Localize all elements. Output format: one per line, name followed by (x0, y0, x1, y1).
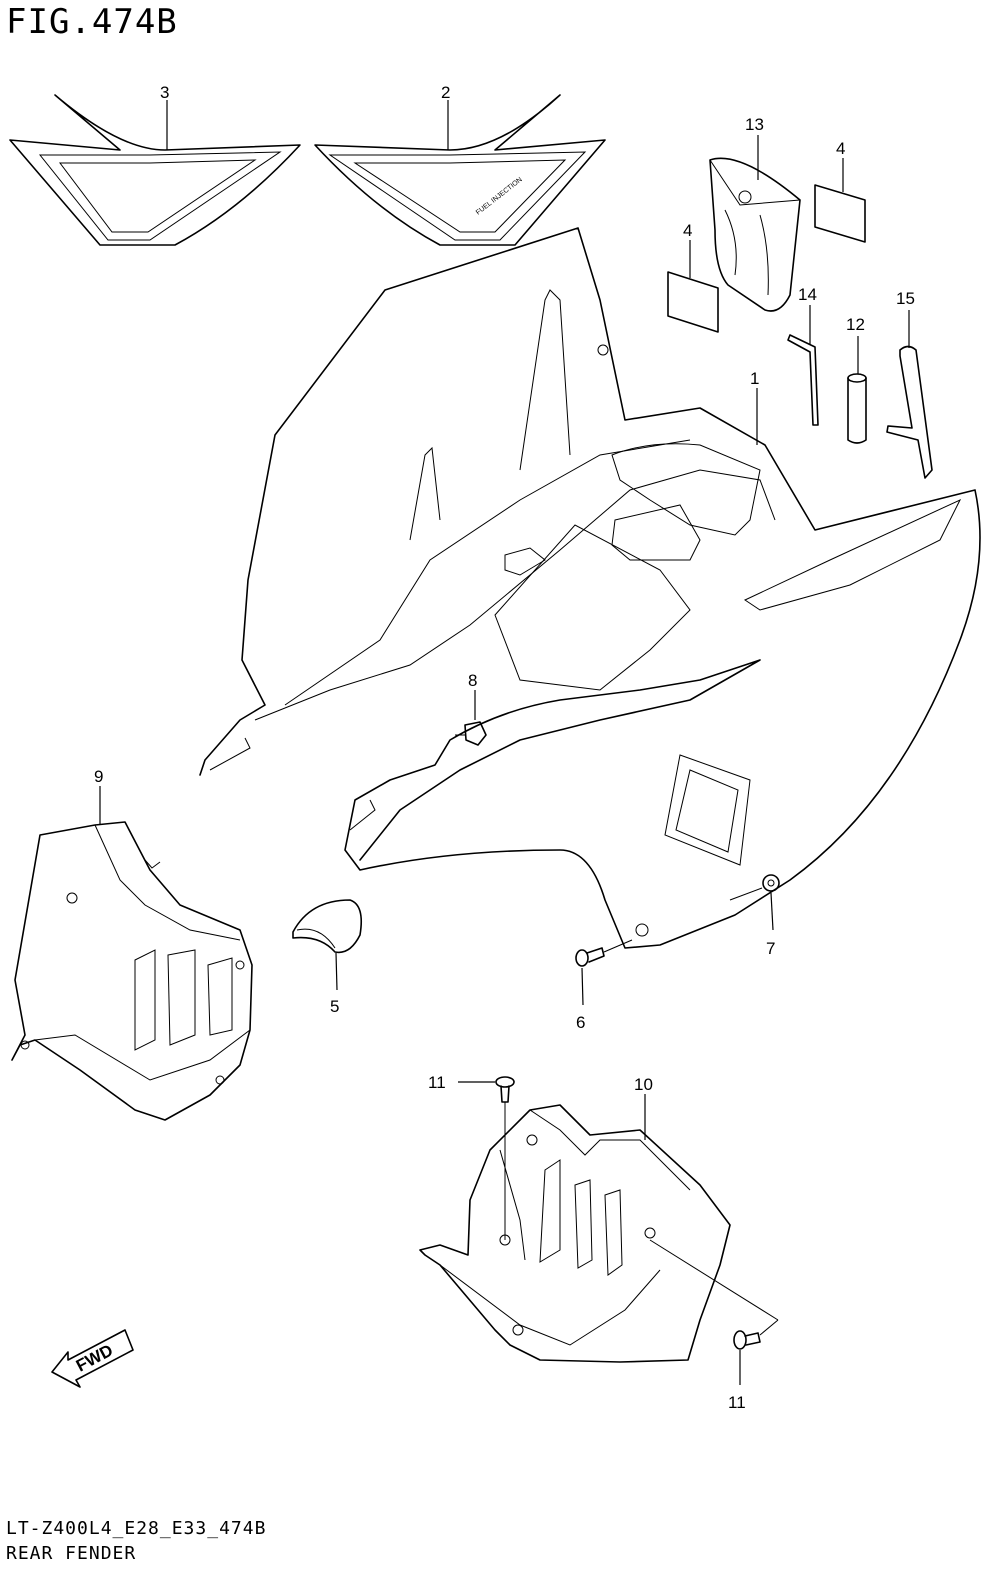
callout-1: 1 (750, 369, 759, 388)
leader-7 (770, 892, 774, 931)
part-13-tool-bag (709, 157, 801, 312)
diagram-code: LT-Z400L4_E28_E33_474B (6, 1518, 267, 1539)
part-11-screw-upper (495, 1076, 515, 1103)
part-1-rear-fender (199, 227, 981, 949)
callout-15: 15 (896, 289, 915, 308)
leader-5 (335, 952, 338, 991)
part-12-socket-tube (847, 373, 867, 444)
part-9-left-guard (11, 821, 253, 1121)
callout-7: 7 (766, 939, 775, 958)
callout-11b: 11 (728, 1393, 746, 1412)
callout-2: 2 (441, 83, 450, 102)
part-6-screw (575, 947, 605, 967)
part-14-hex-wrench (787, 334, 819, 426)
figure-title: FIG.474B (6, 2, 178, 42)
fwd-arrow-icon: FWD (51, 1329, 134, 1388)
callout-4b: 4 (836, 139, 845, 158)
part-11-screw-lower (733, 1330, 761, 1350)
callout-14: 14 (798, 285, 817, 304)
leader-6-link (603, 939, 633, 953)
part-10-right-guard (419, 1104, 731, 1363)
leader-11b-link-b (759, 1319, 779, 1336)
leader-6 (581, 967, 584, 1006)
callout-11a: 11 (428, 1073, 446, 1092)
leader-11b-link-a (649, 1239, 779, 1321)
diagram-name: REAR FENDER (6, 1543, 137, 1564)
callout-13: 13 (745, 115, 764, 134)
part-3-decal-left (9, 94, 301, 246)
part-4-label-a (814, 184, 866, 243)
callout-6: 6 (576, 1013, 585, 1032)
leader-7-link (729, 887, 763, 901)
part-4-label-b (667, 271, 719, 333)
part-2-decal-right: FUEL INJECTION (314, 94, 606, 246)
part-7-nut (762, 874, 780, 892)
part-5-cap (292, 899, 363, 954)
callout-8: 8 (468, 671, 477, 690)
part-8-clip (455, 721, 487, 746)
callout-5: 5 (330, 997, 339, 1016)
callout-12: 12 (846, 315, 865, 334)
callout-9: 9 (94, 767, 103, 786)
callout-10: 10 (634, 1075, 653, 1094)
callout-3: 3 (160, 83, 169, 102)
callout-4a: 4 (683, 221, 692, 240)
part-15-spanner (886, 345, 933, 479)
